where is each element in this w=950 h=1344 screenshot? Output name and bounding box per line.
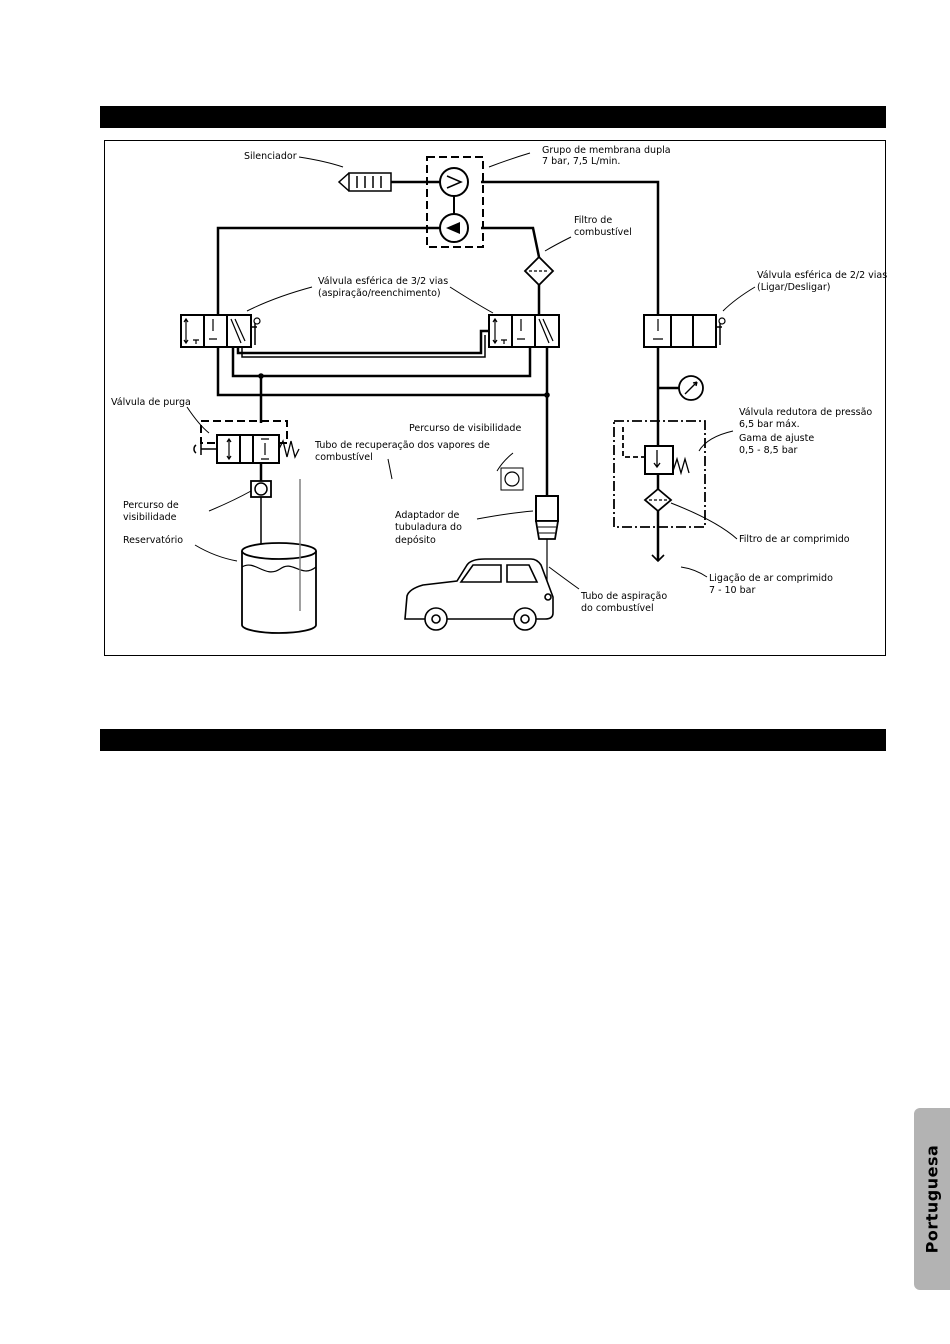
label-tubo-aspiracao-line2: do combustível <box>581 603 654 614</box>
label-adaptador-line3: depósito <box>395 535 436 546</box>
label-redutora-line4: 0,5 - 8,5 bar <box>739 445 798 456</box>
label-valvula-22-line1: Válvula esférica de 2/2 vias <box>757 270 888 281</box>
label-membrana-line1: Grupo de membrana dupla <box>542 145 671 156</box>
label-filtro-comb-line2: combustível <box>574 227 632 238</box>
label-tubo-recuperacao-line1: Tubo de recuperação dos vapores de <box>315 440 490 451</box>
language-tab-label: Portuguesa <box>922 1144 942 1254</box>
section-header-bar-bottom <box>100 729 886 751</box>
label-reservatorio: Reservatório <box>123 535 184 546</box>
language-side-tab: Portuguesa <box>914 1108 950 1290</box>
label-ligacao-ar-line2: 7 - 10 bar <box>709 585 756 596</box>
label-membrana-line2: 7 bar, 7,5 L/min. <box>542 156 621 167</box>
label-ligacao-ar-line1: Ligação de ar comprimido <box>709 573 833 584</box>
label-valvula-32-line2: (aspiração/reenchimento) <box>318 288 441 299</box>
label-valvula-purga: Válvula de purga <box>111 397 191 408</box>
label-tubo-recuperacao-line2: combustível <box>315 452 373 463</box>
label-valvula-32-line1: Válvula esférica de 3/2 vias <box>318 276 449 287</box>
label-filtro-comb-line1: Filtro de <box>574 215 613 226</box>
pneumatic-diagram: Silenciador Grupo de membrana dupla 7 ba… <box>104 140 888 656</box>
label-filtro-ar: Filtro de ar comprimido <box>739 534 850 545</box>
label-percurso-visibilidade-left-line1: Percurso de <box>123 500 179 511</box>
label-tubo-aspiracao-line1: Tubo de aspiração <box>581 591 668 602</box>
label-redutora-line2: 6,5 bar máx. <box>739 419 800 430</box>
section-header-bar-top <box>100 106 886 128</box>
label-silenciador: Silenciador <box>244 151 297 162</box>
label-percurso-visibilidade-top: Percurso de visibilidade <box>409 423 522 434</box>
label-adaptador-line2: tubuladura do <box>395 522 462 533</box>
label-valvula-22-line2: (Ligar/Desligar) <box>757 282 831 293</box>
label-redutora-line3: Gama de ajuste <box>739 433 815 444</box>
label-percurso-visibilidade-left-line2: visibilidade <box>123 512 177 523</box>
label-adaptador-line1: Adaptador de <box>395 510 460 521</box>
label-redutora-line1: Válvula redutora de pressão <box>739 407 873 418</box>
diagram-drawing <box>180 152 756 634</box>
